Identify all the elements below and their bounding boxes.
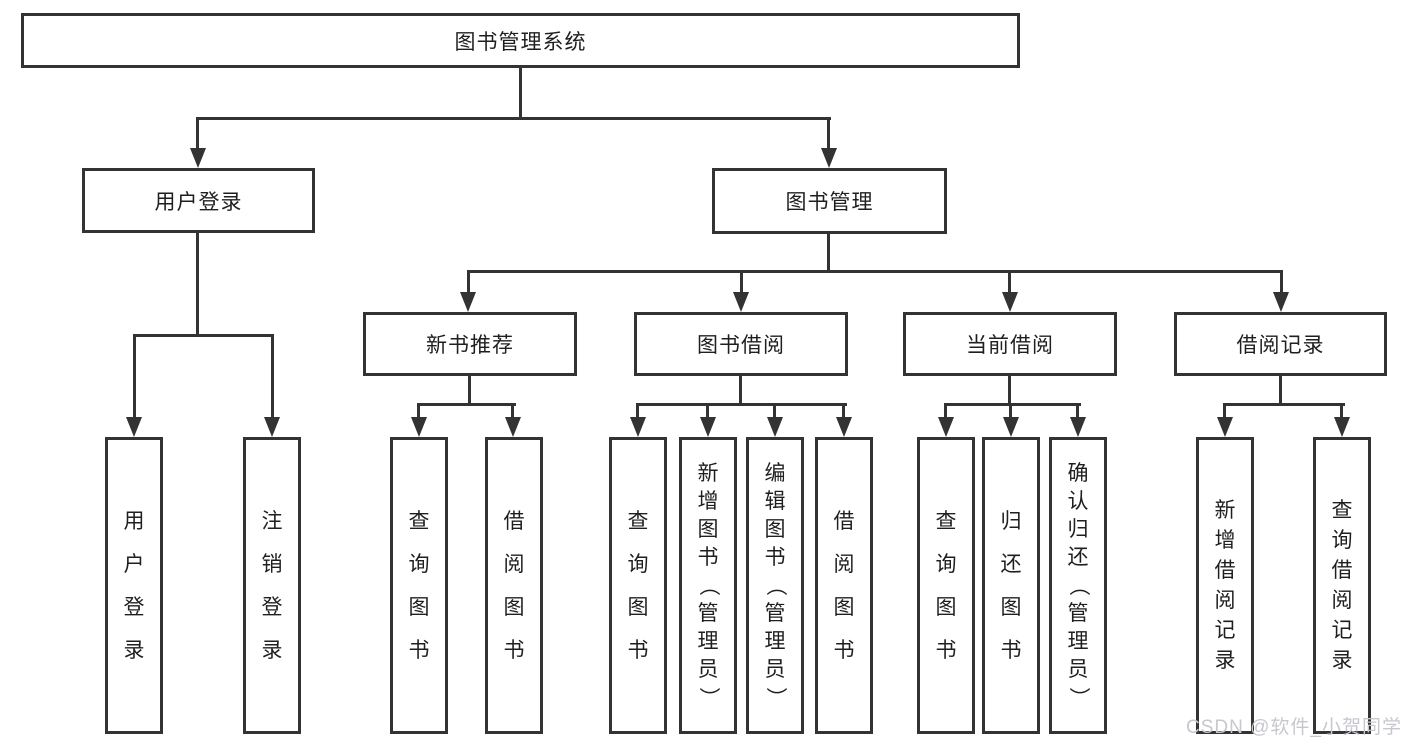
watermark: CSDN @软件_小贺同学 [1186, 717, 1402, 738]
arrowhead [126, 417, 142, 437]
leaf-query-book-2-label: 查询图书 [627, 509, 649, 662]
connector-mgmt-drop-3 [1008, 270, 1011, 294]
arrowhead [411, 417, 427, 437]
leaf-add-book-admin: 新增图书（管理员） [679, 437, 737, 734]
node-root-label: 图书管理系统 [454, 30, 587, 54]
connector-g4-drop-1 [1223, 403, 1226, 419]
connector-login-drop-left [133, 334, 136, 419]
connector-g2-stem [739, 376, 742, 406]
node-new-book-recommend: 新书推荐 [363, 312, 577, 376]
node-user-login-label: 用户登录 [154, 190, 243, 214]
connector-g3-drop-1 [944, 403, 947, 419]
leaf-logout-label: 注销登录 [261, 509, 283, 662]
node-current-borrow-label: 当前借阅 [966, 334, 1054, 357]
leaf-query-book-1-label: 查询图书 [408, 509, 430, 662]
node-book-management-label: 图书管理 [785, 191, 874, 214]
leaf-borrow-book-2-label: 借阅图书 [833, 509, 855, 662]
connector-root-rail [196, 117, 831, 120]
arrowhead [1003, 417, 1019, 437]
connector-g3-drop-2 [1009, 403, 1012, 419]
connector-g1-stem [468, 376, 471, 406]
node-root: 图书管理系统 [21, 13, 1020, 68]
connector-g4-stem [1279, 376, 1282, 406]
arrowhead [190, 148, 206, 168]
node-book-borrow-label: 图书借阅 [697, 334, 785, 357]
arrowhead [264, 417, 280, 437]
arrowhead [630, 417, 646, 437]
leaf-user-login: 用户登录 [105, 437, 163, 734]
leaf-user-login-label: 用户登录 [123, 509, 145, 662]
connector-g4-drop-2 [1340, 403, 1343, 419]
connector-root-stem [519, 68, 522, 119]
connector-g1-drop-1 [417, 403, 420, 419]
connector-login-rail [133, 334, 274, 337]
arrowhead [505, 417, 521, 437]
leaf-query-book-2: 查询图书 [609, 437, 667, 734]
connector-root-drop-right [827, 117, 830, 150]
leaf-query-book-3: 查询图书 [917, 437, 975, 734]
connector-g1-drop-2 [511, 403, 514, 419]
connector-g3-rail [944, 403, 1081, 406]
leaf-return-book-label: 归还图书 [1000, 509, 1022, 662]
leaf-borrow-book-1: 借阅图书 [485, 437, 543, 734]
connector-login-drop-right [271, 334, 274, 419]
connector-g2-drop-1 [636, 403, 639, 419]
arrowhead [1002, 292, 1018, 312]
connector-mgmt-drop-1 [467, 270, 470, 294]
node-new-book-recommend-label: 新书推荐 [426, 334, 514, 357]
leaf-query-borrow-record-label: 查询借阅记录 [1331, 499, 1353, 672]
arrowhead [700, 417, 716, 437]
connector-mgmt-stem [827, 234, 830, 273]
connector-mgmt-rail [467, 270, 1283, 273]
leaf-add-borrow-record: 新增借阅记录 [1196, 437, 1254, 734]
leaf-borrow-book-2: 借阅图书 [815, 437, 873, 734]
connector-login-stem [196, 233, 199, 336]
leaf-return-book: 归还图书 [982, 437, 1040, 734]
leaf-edit-book-admin: 编辑图书（管理员） [746, 437, 804, 734]
arrowhead [460, 292, 476, 312]
leaf-query-book-1: 查询图书 [390, 437, 448, 734]
connector-g2-rail [636, 403, 847, 406]
leaf-add-book-admin-label: 新增图书（管理员） [696, 462, 720, 708]
node-book-borrow: 图书借阅 [634, 312, 848, 376]
leaf-confirm-return-admin-label: 确认归还（管理员） [1066, 462, 1090, 708]
leaf-confirm-return-admin: 确认归还（管理员） [1049, 437, 1107, 734]
leaf-edit-book-admin-label: 编辑图书（管理员） [763, 462, 787, 708]
connector-mgmt-drop-2 [740, 270, 743, 294]
node-book-management: 图书管理 [712, 168, 947, 234]
leaf-add-borrow-record-label: 新增借阅记录 [1214, 499, 1236, 672]
node-borrow-record: 借阅记录 [1174, 312, 1387, 376]
connector-g1-rail [417, 403, 516, 406]
arrowhead [821, 148, 837, 168]
arrowhead [1334, 417, 1350, 437]
leaf-borrow-book-1-label: 借阅图书 [503, 509, 525, 662]
connector-g2-drop-3 [773, 403, 776, 419]
connector-root-drop-left [196, 117, 199, 150]
arrowhead [733, 292, 749, 312]
node-user-login: 用户登录 [82, 168, 315, 233]
arrowhead [767, 417, 783, 437]
leaf-query-borrow-record: 查询借阅记录 [1313, 437, 1371, 734]
node-current-borrow: 当前借阅 [903, 312, 1117, 376]
connector-g3-drop-3 [1076, 403, 1079, 419]
arrowhead [836, 417, 852, 437]
connector-mgmt-drop-4 [1280, 270, 1283, 294]
leaf-logout: 注销登录 [243, 437, 301, 734]
arrowhead [938, 417, 954, 437]
arrowhead [1273, 292, 1289, 312]
connector-g2-drop-2 [706, 403, 709, 419]
connector-g3-stem [1008, 376, 1011, 406]
arrowhead [1070, 417, 1086, 437]
arrowhead [1217, 417, 1233, 437]
connector-g4-rail [1223, 403, 1345, 406]
connector-g2-drop-4 [842, 403, 845, 419]
node-borrow-record-label: 借阅记录 [1236, 334, 1325, 357]
leaf-query-book-3-label: 查询图书 [935, 509, 957, 662]
